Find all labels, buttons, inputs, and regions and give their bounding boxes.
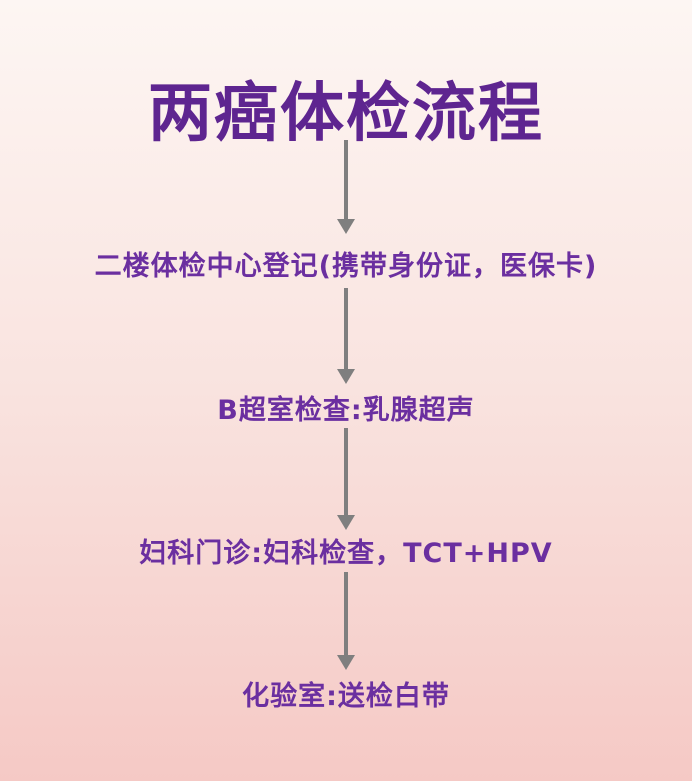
step-laboratory: 化验室:送检白带 <box>242 681 450 712</box>
arrow-down-icon <box>337 572 355 670</box>
step-gynecology: 妇科门诊:妇科检查，TCT+HPV <box>139 538 553 569</box>
arrow-down-icon <box>337 288 355 384</box>
step-ultrasound: B超室检查:乳腺超声 <box>217 395 475 426</box>
page-title: 两癌体检流程 <box>148 77 544 151</box>
arrow-down-icon <box>337 428 355 530</box>
step-registration: 二楼体检中心登记(携带身份证，医保卡) <box>94 251 598 282</box>
arrow-down-icon <box>337 140 355 234</box>
